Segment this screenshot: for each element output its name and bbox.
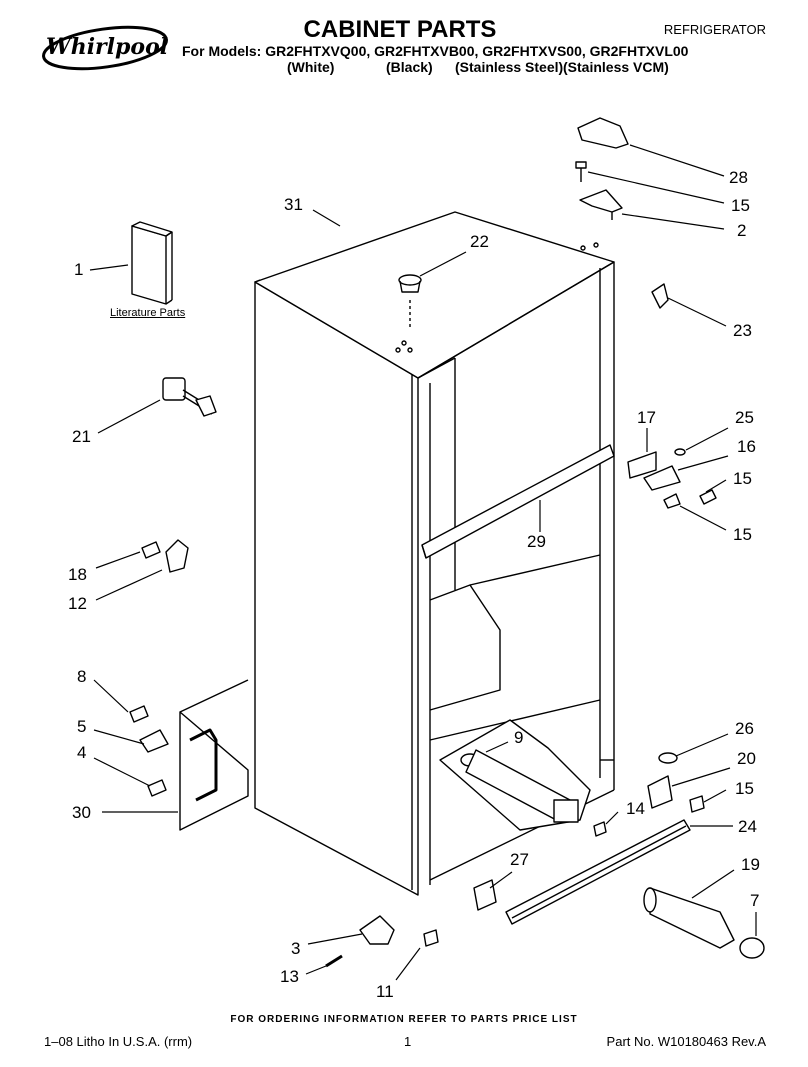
- callout-7: 7: [750, 891, 760, 910]
- callout-17: 17: [637, 408, 656, 427]
- callout-16: 16: [737, 437, 756, 456]
- callout-15d: 15: [735, 779, 754, 798]
- callout-31: 31: [284, 195, 303, 214]
- water-filter-housing-art: [439, 719, 591, 831]
- models-line: For Models: GR2FHTXVQ00, GR2FHTXVB00, GR…: [182, 43, 689, 59]
- appliance-category: REFRIGERATOR: [663, 22, 766, 37]
- callout-3: 3: [291, 939, 301, 958]
- whirlpool-logo: Whirlpool: [38, 24, 173, 72]
- top-hinge-art: [575, 161, 623, 220]
- finish-black: (Black): [386, 59, 433, 75]
- hinge-cover-art: [577, 117, 629, 149]
- callout-18: 18: [68, 565, 87, 584]
- callout-11: 11: [376, 982, 394, 1001]
- callout-28: 28: [729, 168, 748, 187]
- side-panel-art: [129, 679, 249, 831]
- callout-29: 29: [527, 532, 546, 551]
- callout-14: 14: [626, 799, 645, 818]
- svg-text:Whirlpool: Whirlpool: [46, 34, 168, 60]
- center-hinge-art: [627, 448, 717, 509]
- litho-note: 1–08 Litho In U.S.A. (rrm): [44, 1034, 193, 1049]
- cabinet-shell: [254, 211, 615, 896]
- ordering-note: FOR ORDERING INFORMATION REFER TO PARTS …: [230, 1014, 578, 1025]
- page-number: 1: [404, 1034, 412, 1049]
- hinge-pin-art: [162, 377, 217, 417]
- callout-15c: 15: [733, 525, 752, 544]
- callout-27: 27: [510, 850, 529, 869]
- callout-23: 23: [733, 321, 752, 340]
- callout-15b: 15: [733, 469, 752, 488]
- grille-clip-art: [473, 879, 497, 911]
- leader-lines: [89, 144, 757, 981]
- callout-8: 8: [77, 667, 87, 686]
- callout-19: 19: [741, 855, 760, 874]
- callout-1: 1: [74, 260, 84, 279]
- water-filter-art: [643, 887, 765, 959]
- finish-white: (White): [287, 59, 335, 75]
- callout-30: 30: [72, 803, 91, 822]
- base-grille-art: [505, 819, 691, 925]
- finish-stainless-steel: (Stainless Steel): [455, 59, 564, 75]
- thermostat-knob-art: [325, 915, 439, 968]
- door-stop-art: [141, 539, 189, 573]
- callout-4: 4: [77, 743, 87, 762]
- callout-5: 5: [77, 717, 87, 736]
- callout-26: 26: [735, 719, 754, 738]
- divider-channel: [421, 444, 615, 559]
- callout-24: 24: [738, 817, 757, 836]
- callout-21: 21: [72, 427, 91, 446]
- callout-2: 2: [737, 221, 747, 240]
- literature-parts-art: [131, 221, 173, 305]
- plug-art: [398, 274, 422, 330]
- callout-12: 12: [68, 594, 87, 613]
- callout-25: 25: [735, 408, 754, 427]
- literature-parts-label: Literature Parts: [110, 307, 186, 319]
- callout-9: 9: [514, 728, 524, 747]
- callout-22: 22: [470, 232, 489, 251]
- clip-art: [651, 283, 669, 309]
- part-number: Part No. W10180463 Rev.A: [606, 1034, 766, 1049]
- page-title: CABINET PARTS: [303, 16, 497, 43]
- lower-hinge-art: [593, 752, 705, 837]
- callout-13: 13: [280, 967, 299, 986]
- callout-20: 20: [737, 749, 756, 768]
- callout-15a: 15: [731, 196, 750, 215]
- finish-stainless-vcm: (Stainless VCM): [563, 59, 669, 75]
